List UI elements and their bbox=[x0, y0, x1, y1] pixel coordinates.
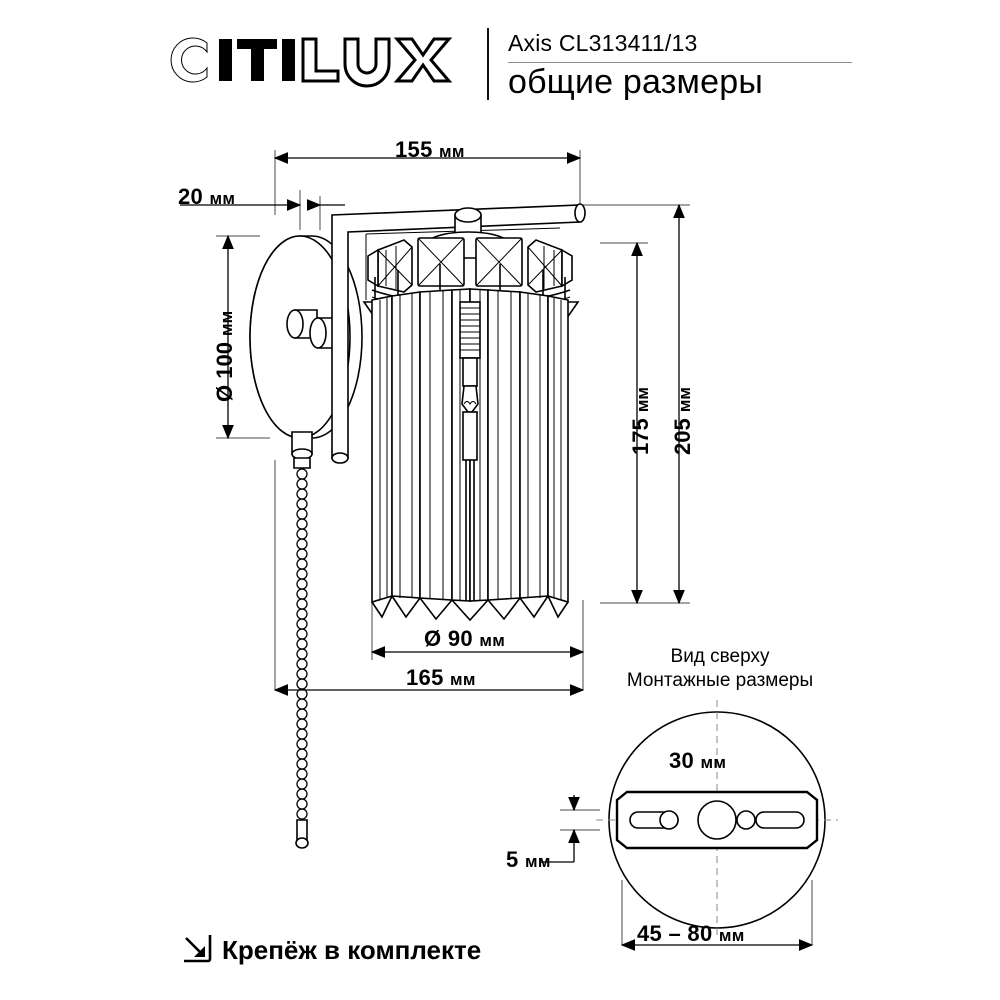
citilux-logo bbox=[170, 37, 453, 88]
dim-label-165: 165 мм bbox=[406, 665, 476, 690]
dim-label-175: 175 мм bbox=[628, 387, 653, 455]
top-view-title-line2: Монтажные размеры bbox=[626, 670, 814, 691]
dim-label-30: 30 мм bbox=[669, 748, 727, 773]
top-view-mount-detail bbox=[596, 700, 838, 940]
lamp-socket bbox=[459, 301, 481, 600]
product-model: Axis CL313411/13 bbox=[508, 30, 698, 56]
hardware-included-note: Крепёж в комплекте bbox=[222, 935, 482, 965]
dim-label-20: 20 мм bbox=[178, 184, 236, 209]
dim-label-45-80: 45 – 80 мм bbox=[637, 921, 745, 946]
box-arrow-in-down-right-icon bbox=[184, 935, 212, 963]
dim-label-5: 5 мм bbox=[506, 847, 551, 872]
crystal-top-band bbox=[367, 237, 573, 293]
dim-label-155: 155 мм bbox=[395, 137, 465, 162]
pull-chain bbox=[293, 457, 311, 849]
dim-label-diameter-100: Ø 100 мм bbox=[212, 310, 237, 402]
header-divider bbox=[487, 28, 489, 100]
lamp-elevation-view bbox=[249, 203, 586, 849]
top-view-title-line1: Вид сверху bbox=[670, 646, 770, 667]
dimension-lines bbox=[180, 152, 814, 951]
header-rule bbox=[508, 62, 852, 63]
drawing-subtitle: общие размеры bbox=[508, 63, 763, 101]
header: Axis CL313411/13 общие размеры bbox=[0, 0, 1000, 120]
dim-label-diameter-90: Ø 90 мм bbox=[424, 626, 506, 651]
dim-label-205: 205 мм bbox=[670, 387, 695, 455]
